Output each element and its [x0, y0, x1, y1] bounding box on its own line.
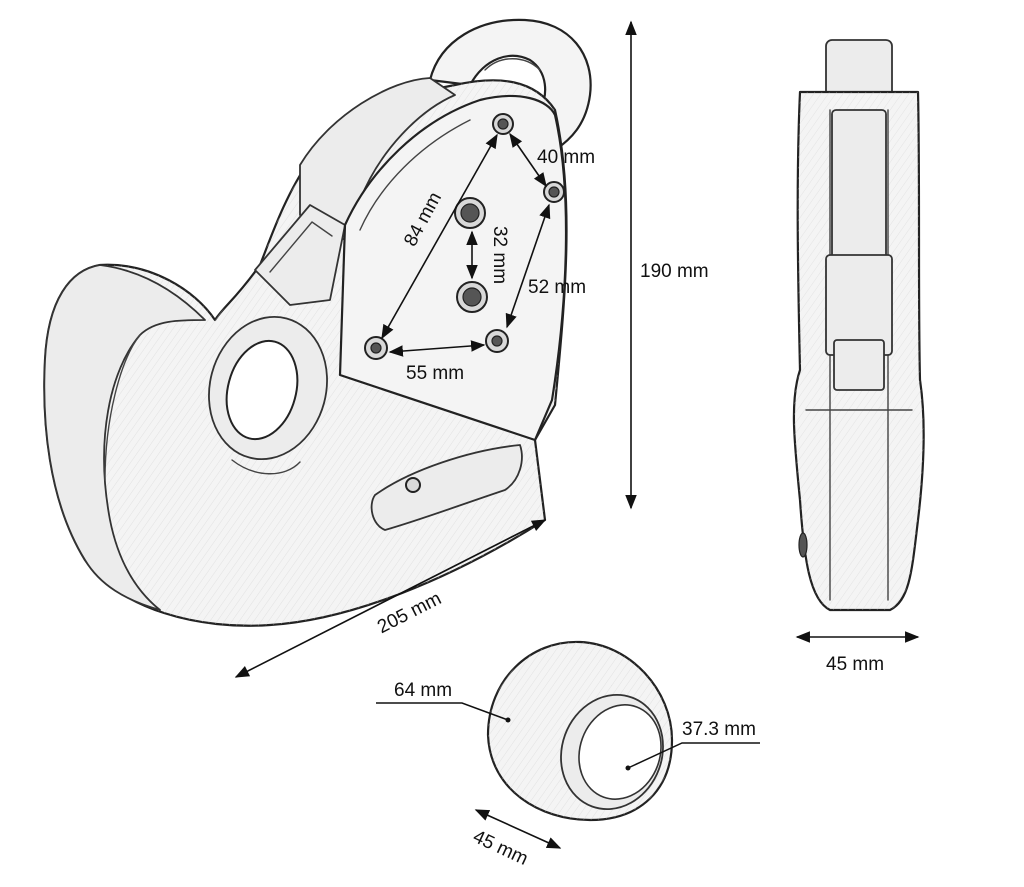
slot-hole	[405, 477, 421, 493]
ball-view: 64 mm 37.3 mm 45 mm	[376, 640, 760, 870]
leader-37mm	[627, 742, 760, 769]
hook-side-view: 45 mm	[792, 39, 925, 675]
hook-latch-housing	[299, 77, 456, 241]
label-45mm-side: 45 mm	[826, 654, 884, 675]
dim-line-55	[388, 340, 486, 357]
label-190mm: 190 mm	[640, 261, 709, 282]
label-37-3mm: 37.3 mm	[682, 719, 756, 740]
label-45mm-ball: 45 mm	[470, 826, 532, 870]
label-52mm: 52 mm	[528, 277, 586, 298]
label-40mm: 40 mm	[537, 147, 595, 168]
dim-line-40	[509, 132, 547, 188]
label-55mm: 55 mm	[406, 363, 464, 384]
dim-line-205	[234, 519, 547, 678]
leader-64mm	[376, 702, 509, 721]
dim-line-84	[381, 133, 498, 340]
ball-bore-inner	[578, 704, 662, 800]
dim-line-52	[505, 203, 551, 329]
hook-main-view: 84 mm 40 mm 32 mm 52 mm 55 mm 190 mm 205…	[43, 18, 709, 678]
label-64mm: 64 mm	[394, 680, 452, 701]
dim-line-45-ball	[474, 809, 562, 849]
ball-seat-hole	[225, 339, 299, 441]
label-32mm: 32 mm	[489, 226, 510, 284]
